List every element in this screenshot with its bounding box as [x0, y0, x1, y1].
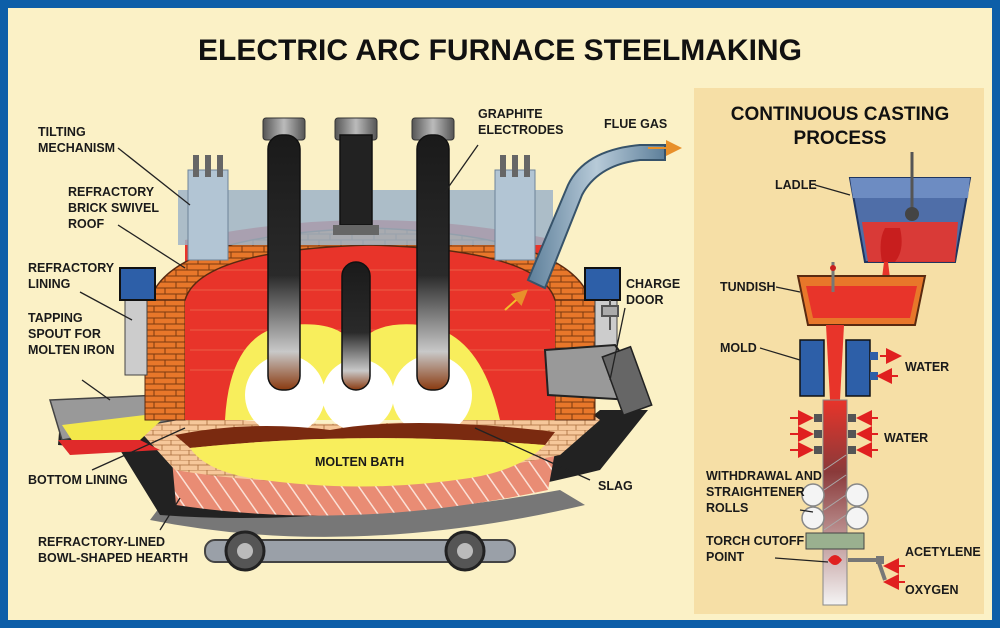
- left-wall: [144, 299, 186, 421]
- label-bottom-lining: BOTTOM LINING: [28, 473, 128, 487]
- wheel-hub-right: [457, 543, 473, 559]
- label-oxygen: OXYGEN: [905, 583, 959, 597]
- tundish-stopper-cap: [830, 265, 836, 271]
- label-water-mold: WATER: [905, 360, 949, 374]
- mold-water-outlet: [870, 372, 878, 380]
- mold-water-inlet: [870, 352, 878, 360]
- electrode-2: [341, 261, 371, 391]
- ladle-rim: [850, 178, 970, 198]
- arc-white-2: [322, 359, 394, 431]
- ladle-steel: [862, 222, 958, 262]
- molten-bath: [190, 438, 545, 487]
- mold-steel: [826, 325, 844, 400]
- casting-illustration: [796, 152, 972, 606]
- mast-clamps: [193, 155, 530, 177]
- spout-molten-iron: [62, 412, 170, 445]
- arc-white-1: [245, 355, 325, 435]
- arc-white-3: [392, 355, 472, 435]
- mold-right: [845, 339, 871, 397]
- casting-arrows: [790, 348, 905, 590]
- spray-nozzles: [814, 414, 856, 454]
- label-mold: MOLD: [720, 341, 757, 355]
- label-slag: SLAG: [598, 479, 633, 493]
- leader-lines-furnace: [79, 144, 626, 531]
- withdrawal-rolls: [801, 483, 869, 530]
- mast-left: [187, 169, 229, 261]
- rocker-rail: [204, 539, 516, 563]
- torch-flame: [828, 555, 842, 565]
- mast-right: [494, 169, 536, 261]
- wheel-hub-left: [237, 543, 253, 559]
- roof-ring-left: [119, 267, 156, 301]
- pour-stream: [882, 262, 890, 278]
- electrode-3: [416, 134, 450, 391]
- door-lift: [601, 300, 619, 330]
- slag-layer: [175, 422, 555, 448]
- gas-flow-arrow: [504, 289, 528, 311]
- stopper-knob: [905, 207, 919, 221]
- label-flue-gas: FLUE GAS: [604, 117, 667, 131]
- electrode-1: [267, 134, 301, 391]
- torch-valve: [876, 556, 884, 564]
- casting-labels: LADLE TUNDISH MOLD WATER WATER WITHDRAWA…: [706, 178, 981, 597]
- strand-hatch: [823, 454, 847, 531]
- mold-left: [799, 339, 825, 397]
- torch-carriage: [805, 532, 865, 550]
- label-ladle: LADLE: [775, 178, 817, 192]
- label-molten-bath: MOLTEN BATH: [315, 455, 404, 469]
- ladle-pour: [880, 228, 902, 262]
- refractory-lining-left: [124, 299, 148, 376]
- tundish-steel: [806, 286, 917, 318]
- flue-duct: [526, 144, 666, 290]
- poster-title: ELECTRIC ARC FURNACE STEELMAKING: [198, 34, 802, 67]
- label-water-spray: WATER: [884, 431, 928, 445]
- graphite-electrodes: [262, 117, 455, 391]
- roof-ring-right: [584, 267, 621, 301]
- label-acetylene: ACETYLENE: [905, 545, 981, 559]
- furnace-illustration: [49, 117, 682, 572]
- label-tundish: TUNDISH: [720, 280, 776, 294]
- leader-lines-casting: [759, 184, 851, 563]
